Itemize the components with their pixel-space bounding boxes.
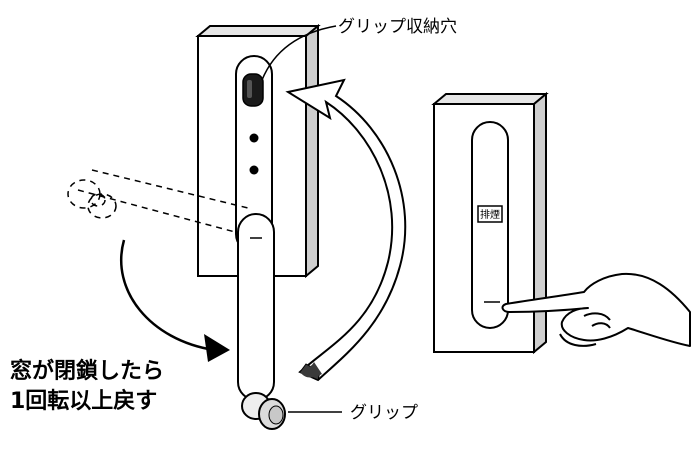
track-hole [249,133,259,143]
pointing-hand-icon [501,272,691,347]
label-grip-slot: グリップ収納穴 [338,17,457,37]
rotation-arrow [285,78,407,382]
instruction-line-2: 1回転以上戻す [10,388,157,414]
leader-line-grip-slot [261,25,337,81]
smoke-exhaust-button-label: 排煙 [480,208,500,221]
smoke-exhaust-button: 排煙 [477,205,503,223]
grip-ghost [67,169,251,237]
grip-storage-hole [242,73,264,107]
right-panel [431,91,549,355]
grip-arm [237,213,275,401]
swing-arrow [119,239,230,362]
left-panel [195,23,321,279]
grip-knob [241,392,286,430]
track-hole [249,165,259,175]
instruction-line-1: 窓が閉鎖したら [10,358,164,384]
label-grip: グリップ [350,403,418,423]
